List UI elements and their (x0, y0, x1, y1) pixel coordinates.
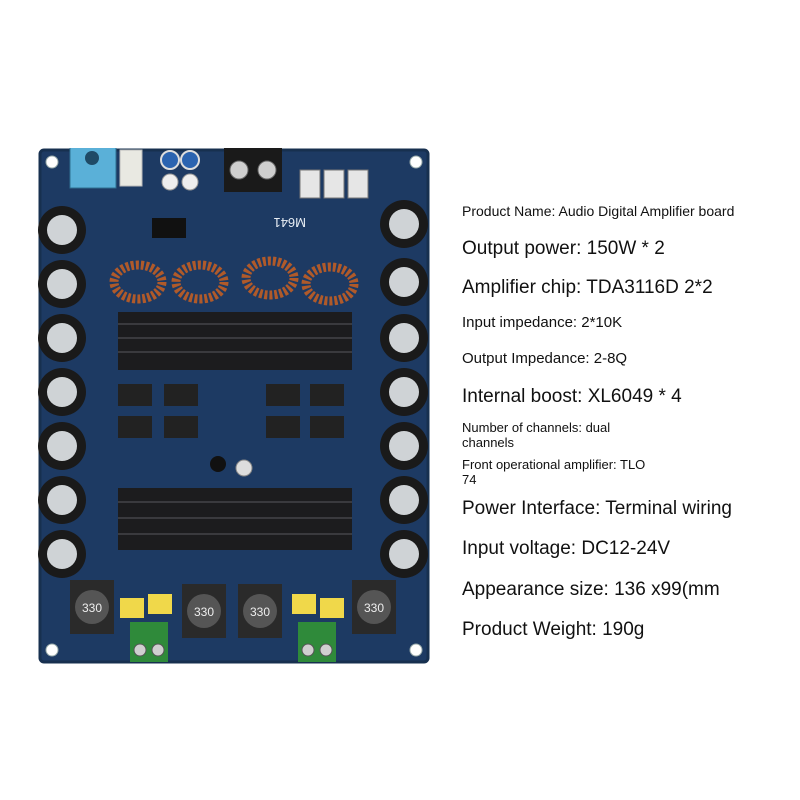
spec-line: Front operational amplifier: TLO 74 (462, 457, 646, 487)
spec-line: Amplifier chip: TDA3116D 2*2 (462, 277, 713, 298)
heatsink-upper (118, 312, 352, 370)
capacitors-left (38, 206, 86, 578)
mount-hole (45, 155, 59, 169)
toroid-coil (171, 260, 229, 304)
power-inductors: 330 330 330 330 (70, 580, 396, 638)
film-capacitor (148, 594, 172, 614)
spec-line: Product Weight: 190g (462, 619, 645, 640)
spec-line: Input impedance: 2*10K (462, 314, 623, 331)
inductor-label: 330 (364, 601, 384, 615)
spec-line: Internal boost: XL6049 * 4 (462, 386, 682, 407)
model-label: M641 (273, 215, 306, 230)
inductor-label: 330 (82, 601, 102, 615)
spec-line: Power Interface: Terminal wiring (462, 498, 732, 519)
film-capacitor (320, 598, 344, 618)
spec-list: Product Name: Audio Digital Amplifier bo… (462, 0, 792, 800)
speaker-terminal-right (298, 622, 336, 662)
potentiometer (181, 173, 199, 191)
mosfet (347, 169, 369, 199)
audio-jack-port (85, 151, 99, 165)
small-capacitor (235, 459, 253, 477)
mount-hole (409, 155, 423, 169)
potentiometer (180, 150, 200, 170)
mosfet (323, 169, 345, 199)
inductor-label: 330 (194, 605, 214, 619)
mount-hole (45, 643, 59, 657)
potentiometer (161, 173, 179, 191)
mosfet (299, 169, 321, 199)
toroid-coils (109, 256, 359, 306)
film-capacitor (120, 598, 144, 618)
spec-line: Output power: 150W * 2 (462, 238, 665, 259)
jack-connector (119, 149, 143, 187)
small-capacitor (210, 456, 226, 472)
toroid-coil (301, 262, 359, 306)
spec-line: Appearance size: 136 x99(mm (462, 579, 720, 600)
toroid-coil (109, 260, 167, 304)
op-amp-chip (152, 218, 186, 238)
spec-line: Number of channels: dual channels (462, 420, 611, 450)
inductor-label: 330 (250, 605, 270, 619)
spec-line: Product Name: Audio Digital Amplifier bo… (462, 203, 735, 219)
film-capacitor (292, 594, 316, 614)
terminal-screw (229, 160, 249, 180)
toroid-coil (241, 256, 299, 300)
speaker-terminal-left (130, 622, 168, 662)
smd-diodes (118, 384, 344, 438)
terminal-screw (257, 160, 277, 180)
capacitors-right (380, 200, 428, 578)
heatsink-lower (118, 488, 352, 550)
spec-line: Output Impedance: 2-8Q (462, 350, 628, 367)
spec-line: Input voltage: DC12-24V (462, 538, 671, 559)
amplifier-board-photo: M641 (38, 148, 430, 664)
potentiometer (160, 150, 180, 170)
mount-hole (409, 643, 423, 657)
